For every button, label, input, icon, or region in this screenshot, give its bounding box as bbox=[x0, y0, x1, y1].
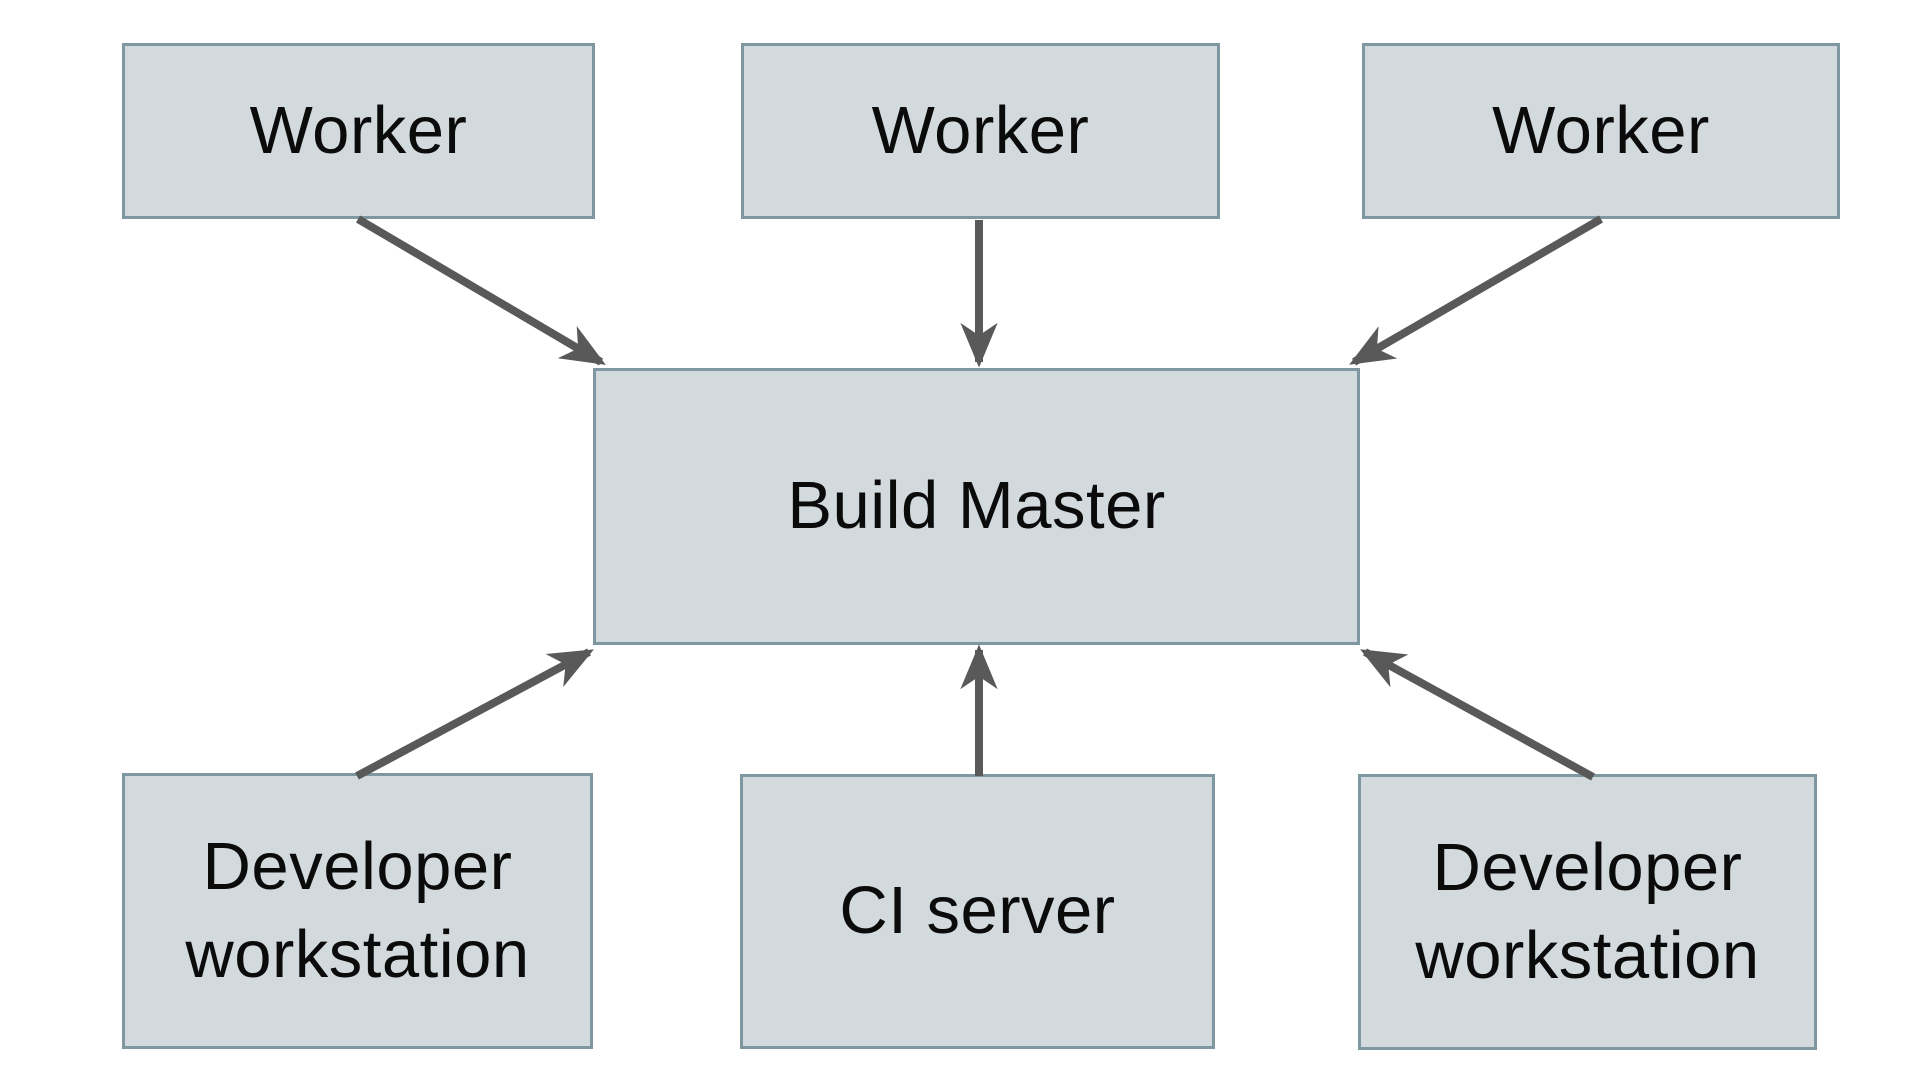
node-worker-center: Worker bbox=[741, 43, 1220, 219]
node-build-master: Build Master bbox=[593, 368, 1360, 645]
node-worker-right-label: Worker bbox=[1492, 92, 1710, 168]
arrow-worker-left-to-build-master bbox=[355, 215, 606, 366]
node-ci-server-label: CI server bbox=[839, 873, 1116, 949]
arrow-worker-right-to-build-master bbox=[1349, 215, 1604, 366]
node-developer-workstation-left: Developer workstation bbox=[122, 773, 593, 1049]
arrow-developer-workstation-left-to-build-master bbox=[355, 648, 594, 780]
node-developer-workstation-right-label: Developer workstation bbox=[1415, 829, 1760, 993]
node-developer-workstation-right: Developer workstation bbox=[1358, 774, 1817, 1050]
node-ci-server: CI server bbox=[740, 774, 1215, 1049]
node-build-master-label: Build Master bbox=[787, 468, 1166, 544]
node-worker-right: Worker bbox=[1362, 43, 1840, 219]
node-worker-left-label: Worker bbox=[249, 92, 468, 168]
node-worker-left: Worker bbox=[122, 43, 595, 219]
node-developer-workstation-left-label: Developer workstation bbox=[185, 828, 530, 992]
node-worker-center-label: Worker bbox=[871, 92, 1090, 168]
arrow-developer-workstation-right-to-build-master bbox=[1360, 648, 1595, 781]
